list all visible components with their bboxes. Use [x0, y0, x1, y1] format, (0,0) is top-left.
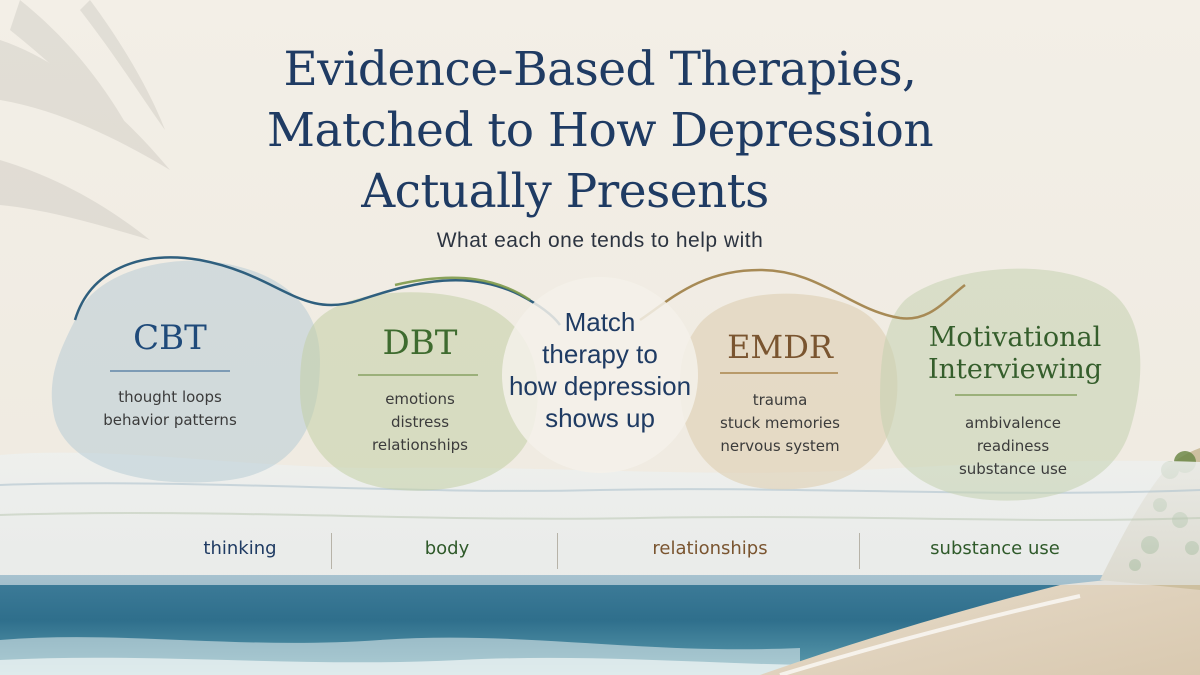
therapy-item: ambivalence [965, 414, 1061, 432]
page-title-line-3: Actually Presents [361, 164, 769, 219]
domain-label-substance-use: substance use [930, 538, 1060, 559]
therapy-name-cbt: CBT [133, 318, 207, 358]
therapy-name-mi: Motivational Interviewing [905, 322, 1125, 386]
therapy-item: thought loops [118, 388, 222, 406]
domain-divider [331, 533, 332, 569]
therapy-item: stuck memories [720, 414, 840, 432]
domain-divider [557, 533, 558, 569]
center-label-line: how depression [508, 371, 692, 401]
therapy-item: readiness [976, 437, 1050, 455]
connector-wave-right [639, 268, 966, 322]
connector-wave-middle [394, 276, 531, 302]
therapy-item: trauma [752, 391, 808, 409]
mi-blob [880, 268, 1141, 501]
emdr-blob [680, 293, 898, 490]
center-label-line: Match [564, 307, 636, 337]
page-title-line-1: Evidence-Based Therapies, [283, 42, 917, 97]
domain-divider [859, 533, 860, 569]
therapy-item: substance use [958, 460, 1068, 478]
therapy-items-cbt: thought loops behavior patterns [70, 386, 270, 432]
therapy-items-mi: ambivalence readiness substance use [913, 412, 1113, 481]
domain-label-thinking: thinking [203, 538, 277, 559]
therapy-rule-mi [955, 394, 1077, 396]
therapy-item: relationships [372, 436, 468, 454]
therapy-item: distress [390, 413, 450, 431]
therapy-name-dbt: DBT [382, 323, 458, 363]
therapy-item: nervous system [720, 437, 840, 455]
therapy-rule-dbt [358, 374, 478, 376]
therapy-item: emotions [385, 390, 455, 408]
domain-label-body: body [424, 538, 470, 559]
domain-label-relationships: relationships [652, 538, 768, 559]
center-label-line: shows up [545, 403, 655, 433]
cbt-blob [51, 260, 321, 483]
subtitle: What each one tends to help with [436, 229, 764, 252]
center-label: Match therapy to how depression shows up [509, 306, 691, 434]
therapy-items-dbt: emotions distress relationships [320, 388, 520, 457]
therapy-name-mi-line: Interviewing [927, 354, 1103, 385]
therapy-items-emdr: trauma stuck memories nervous system [680, 389, 880, 458]
therapy-name-mi-line: Motivational [928, 322, 1102, 353]
therapy-rule-emdr [720, 372, 838, 374]
therapy-rule-cbt [110, 370, 230, 372]
page-title-line-2: Matched to How Depression [266, 103, 934, 158]
palm-shadow [0, 0, 170, 240]
center-label-line: therapy to [542, 339, 658, 369]
therapy-name-emdr: EMDR [727, 328, 833, 366]
dbt-blob [300, 292, 538, 491]
center-circle [502, 277, 698, 473]
therapy-item: behavior patterns [103, 411, 237, 429]
